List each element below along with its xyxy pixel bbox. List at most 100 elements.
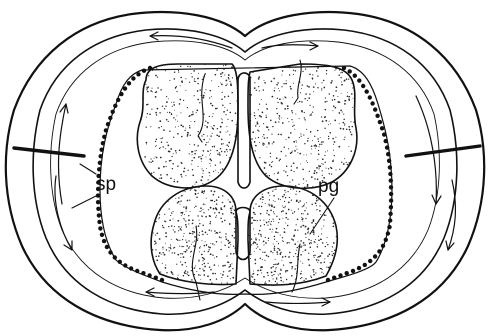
- stipple-dot: [353, 80, 355, 82]
- stipple-dot: [254, 112, 255, 113]
- stipple-dot: [230, 244, 231, 245]
- stipple-dot: [233, 163, 235, 165]
- stipple-dot: [211, 200, 213, 202]
- stipple-dot: [206, 198, 207, 199]
- stipple-dot: [157, 76, 158, 77]
- stipple-dot: [239, 107, 240, 108]
- stipple-dot: [155, 63, 156, 64]
- stipple-dot: [259, 90, 260, 91]
- wall-bead: [111, 110, 115, 114]
- stipple-dot: [211, 282, 212, 283]
- stipple-dot: [274, 271, 276, 273]
- stipple-dot: [274, 271, 275, 272]
- stipple-dot: [152, 279, 153, 280]
- stipple-dot: [170, 160, 171, 161]
- stipple-dot: [300, 92, 301, 93]
- stipple-dot: [303, 134, 304, 135]
- stipple-dot: [217, 232, 219, 234]
- stipple-dot: [283, 207, 284, 208]
- stipple-dot: [296, 142, 297, 143]
- stipple-dot: [183, 190, 184, 191]
- stipple-dot: [211, 160, 213, 162]
- stipple-dot: [181, 215, 182, 216]
- stipple-dot: [303, 60, 305, 62]
- stipple-dot: [219, 154, 221, 156]
- stipple-dot: [272, 126, 273, 127]
- stipple-dot: [246, 132, 247, 133]
- stipple-dot: [165, 243, 166, 244]
- stipple-dot: [166, 249, 167, 250]
- stipple-dot: [143, 67, 144, 68]
- stipple-dot: [324, 162, 325, 163]
- stipple-dot: [138, 96, 140, 98]
- stipple-dot: [165, 281, 166, 282]
- stipple-dot: [227, 119, 228, 120]
- stipple-dot: [231, 207, 232, 208]
- stipple-dot: [279, 249, 281, 251]
- stipple-dot: [154, 244, 155, 245]
- stipple-dot: [314, 178, 315, 179]
- wall-bead: [101, 141, 105, 145]
- sp-dot-row: [96, 66, 394, 282]
- stipple-dot: [219, 236, 220, 237]
- stipple-dot: [213, 194, 215, 196]
- stipple-dot: [297, 230, 298, 231]
- stipple-dot: [314, 241, 315, 242]
- stipple-dot: [235, 136, 236, 137]
- stipple-dot: [211, 126, 212, 127]
- stipple-dot: [266, 126, 268, 128]
- stipple-dot: [187, 170, 188, 171]
- stipple-dot: [187, 134, 189, 136]
- stipple-dot: [325, 151, 326, 152]
- stipple-dot: [274, 87, 275, 88]
- stipple-dot: [326, 242, 327, 243]
- stipple-dot: [222, 105, 224, 107]
- stipple-dot: [210, 207, 212, 209]
- stipple-dot: [149, 161, 150, 162]
- stipple-dot: [261, 266, 262, 267]
- stipple-dot: [152, 280, 153, 281]
- stipple-dot: [280, 252, 281, 253]
- stipple-dot: [214, 201, 215, 202]
- stipple-dot: [331, 80, 333, 82]
- stipple-dot: [319, 144, 321, 146]
- stipple-dot: [199, 247, 200, 248]
- stipple-dot: [268, 286, 269, 287]
- stipple-dot: [293, 83, 294, 84]
- stipple-dot: [145, 183, 146, 184]
- stipple-dot: [234, 228, 235, 229]
- stipple-dot: [359, 155, 360, 156]
- stipple-dot: [230, 84, 231, 85]
- wall-bead: [131, 76, 135, 80]
- stipple-dot: [149, 186, 151, 188]
- stipple-dot: [255, 118, 256, 119]
- stipple-dot: [331, 270, 332, 271]
- stipple-dot: [227, 188, 228, 189]
- stipple-dot: [177, 220, 179, 222]
- stipple-dot: [152, 249, 154, 251]
- stipple-dot: [336, 256, 338, 258]
- stipple-dot: [358, 110, 359, 111]
- stipple-dot: [216, 278, 217, 279]
- stipple-dot: [311, 277, 312, 278]
- stipple-dot: [191, 188, 192, 189]
- stipple-dot: [304, 210, 305, 211]
- stipple-dot: [247, 206, 249, 208]
- stipple-dot: [160, 157, 162, 159]
- stipple-dot: [353, 193, 354, 194]
- stipple-dot: [210, 166, 211, 167]
- stipple-dot: [170, 178, 172, 180]
- stipple-dot: [327, 255, 329, 257]
- stipple-dot: [193, 184, 194, 185]
- stipple-dot: [334, 70, 335, 71]
- stipple-dot: [330, 82, 332, 84]
- stipple-dot: [200, 207, 202, 209]
- stipple-dot: [262, 112, 264, 114]
- stipple-dot: [194, 189, 195, 190]
- stipple-dot: [152, 187, 154, 189]
- stipple-dot: [183, 171, 185, 173]
- stipple-dot: [256, 192, 258, 194]
- stipple-dot: [235, 112, 237, 114]
- stipple-dot: [173, 211, 174, 212]
- stipple-dot: [319, 210, 321, 212]
